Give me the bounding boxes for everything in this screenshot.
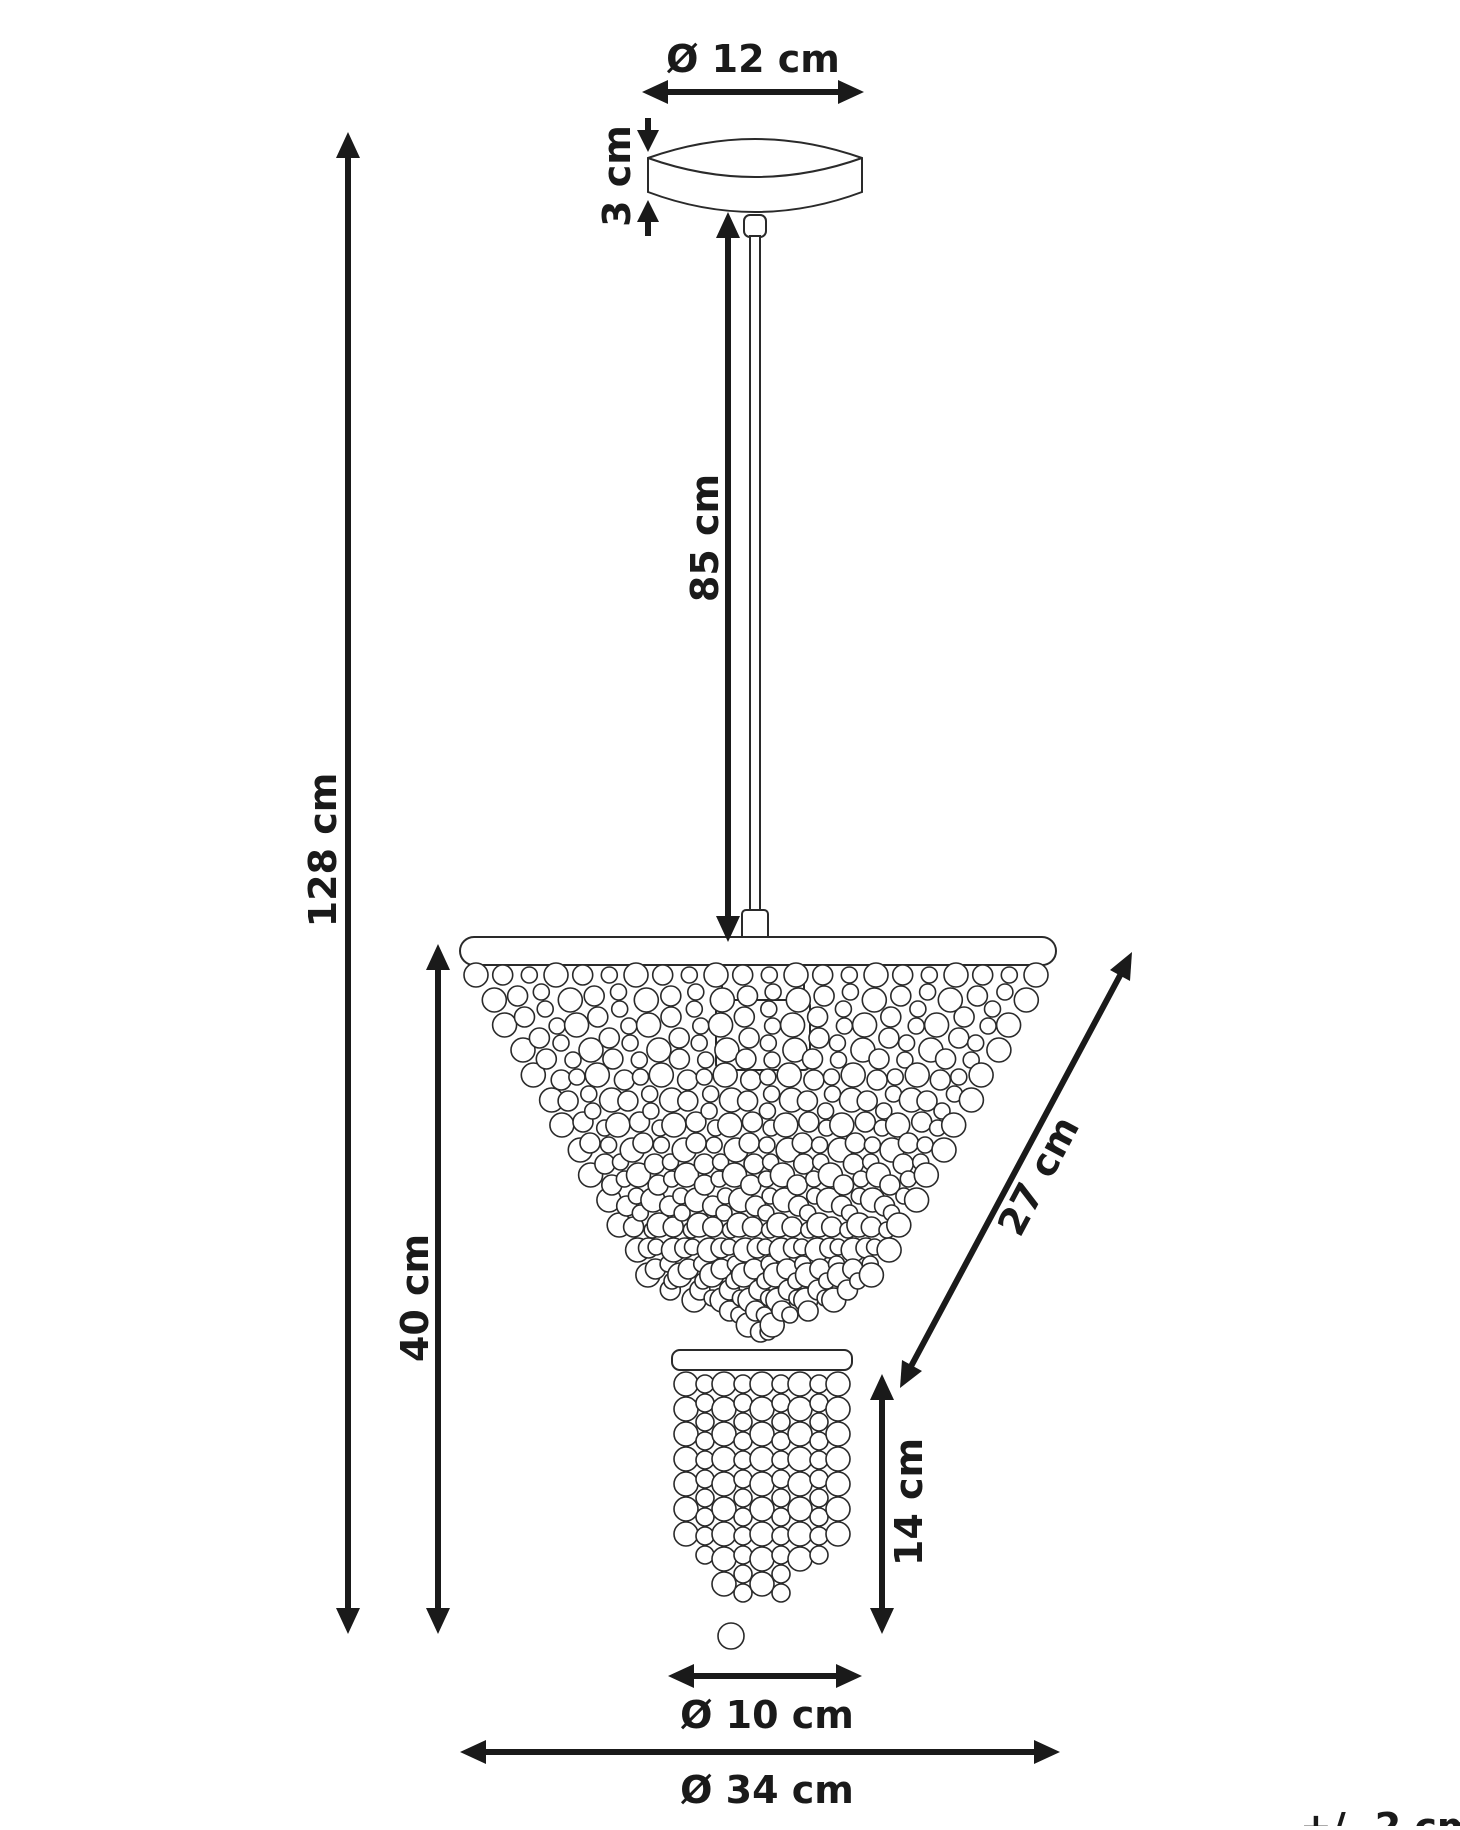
label-total-height: 128 cm (301, 773, 345, 928)
label-rod-length: 85 cm (683, 474, 727, 602)
label-lower-height: 14 cm (887, 1438, 931, 1566)
dimension-canopy-height: 3 cm (595, 118, 659, 236)
dimension-canopy-diameter: Ø 12 cm (642, 37, 864, 104)
dimension-total-height: 128 cm (301, 132, 360, 1634)
dimension-rod-length: 85 cm (683, 212, 740, 942)
dimension-shade-height: 40 cm (393, 944, 450, 1634)
label-shade-height: 40 cm (393, 1234, 437, 1362)
shade-bottom-ring (671, 1349, 853, 1371)
tolerance-note: +/- 2 cm (1300, 1805, 1460, 1826)
suspension-rod (741, 214, 769, 941)
dimension-lower-height: 14 cm (870, 1374, 931, 1634)
shade-top-ring (459, 936, 1057, 966)
bead-strands (463, 962, 1049, 1650)
dimension-bottom-diameter: Ø 10 cm (668, 1664, 862, 1737)
label-bottom-diameter: Ø 10 cm (680, 1693, 854, 1737)
label-shade-slant: 27 cm (989, 1109, 1088, 1243)
label-canopy-diameter: Ø 12 cm (666, 37, 840, 81)
label-canopy-height: 3 cm (595, 125, 639, 227)
lamp-drawing (459, 138, 1057, 1650)
ceiling-canopy (647, 138, 863, 213)
label-top-diameter: Ø 34 cm (680, 1768, 854, 1812)
dimension-top-diameter: Ø 34 cm (460, 1740, 1060, 1812)
